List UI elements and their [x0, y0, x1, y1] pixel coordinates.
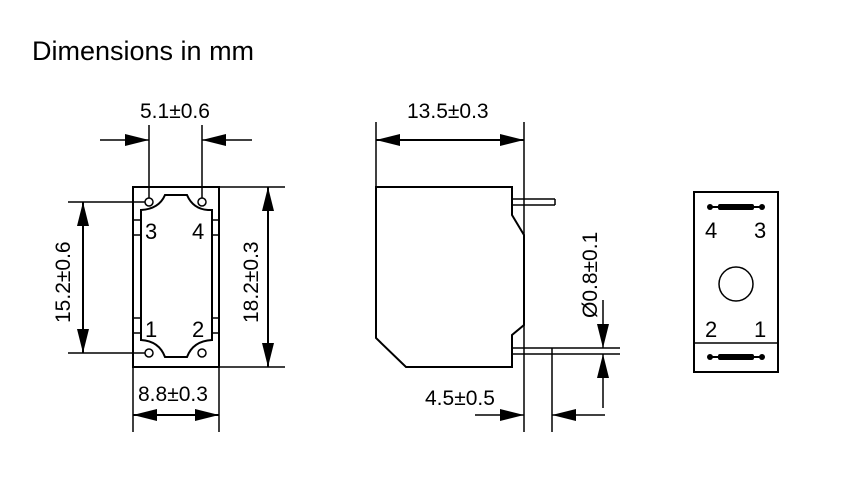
dimension-pin-pitch-top: 5.1±0.6	[100, 100, 252, 198]
dimension-pin-pitch-vertical: 15.2±0.6	[52, 201, 145, 354]
schematic-top-conductor	[707, 204, 765, 210]
front-pin-label-3: 3	[145, 219, 157, 244]
schematic-bottom-conductor	[707, 354, 765, 360]
dimension-label-body-width: 8.8±0.3	[138, 383, 208, 406]
schematic-pin-label-2: 2	[705, 317, 717, 342]
pin-hole-1	[144, 348, 154, 358]
dimension-body-height: 18.2±0.3	[219, 186, 285, 368]
front-inner-frame	[140, 194, 213, 358]
schematic-pin-label-1: 1	[754, 317, 766, 342]
dimension-body-depth: 13.5±0.3	[375, 100, 525, 235]
front-pin-label-4: 4	[192, 219, 204, 244]
front-pin-label-2: 2	[192, 317, 204, 342]
dimension-label-pin-pitch-top: 5.1±0.6	[140, 100, 210, 123]
front-view: 3 4 1 2 5.1±0.6 15.2±0.6	[52, 100, 285, 432]
schematic-center-hole	[718, 266, 754, 302]
side-pins	[512, 198, 620, 355]
dimension-body-width: 8.8±0.3	[132, 367, 220, 432]
pin-hole-4	[197, 197, 207, 207]
dimension-label-pin-pitch-vertical: 15.2±0.6	[52, 241, 75, 323]
dimension-pin-length: 4.5±0.5	[425, 325, 605, 432]
pin-hole-3	[144, 197, 154, 207]
schematic-pin-label-4: 4	[705, 218, 717, 243]
dimension-label-body-height: 18.2±0.3	[240, 241, 263, 323]
page-title: Dimensions in mm	[32, 36, 254, 66]
schematic-pin-label-3: 3	[754, 218, 766, 243]
front-pin-label-1: 1	[145, 317, 157, 342]
dimension-label-pin-diameter: Ø0.8±0.1	[579, 232, 602, 318]
dimension-label-body-depth: 13.5±0.3	[407, 100, 489, 123]
front-body-outline	[132, 186, 220, 368]
dimension-label-pin-length: 4.5±0.5	[425, 387, 495, 410]
side-view: 13.5±0.3 4.5±0.5 Ø0.8±0.1	[375, 100, 620, 432]
side-body-outline	[375, 186, 525, 368]
dimension-pin-diameter: Ø0.8±0.1	[579, 232, 609, 408]
schematic-body-outline	[693, 191, 779, 373]
front-side-slots	[133, 219, 219, 334]
schematic-view: 4 3 2 1	[693, 191, 779, 373]
pin-hole-2	[197, 348, 207, 358]
